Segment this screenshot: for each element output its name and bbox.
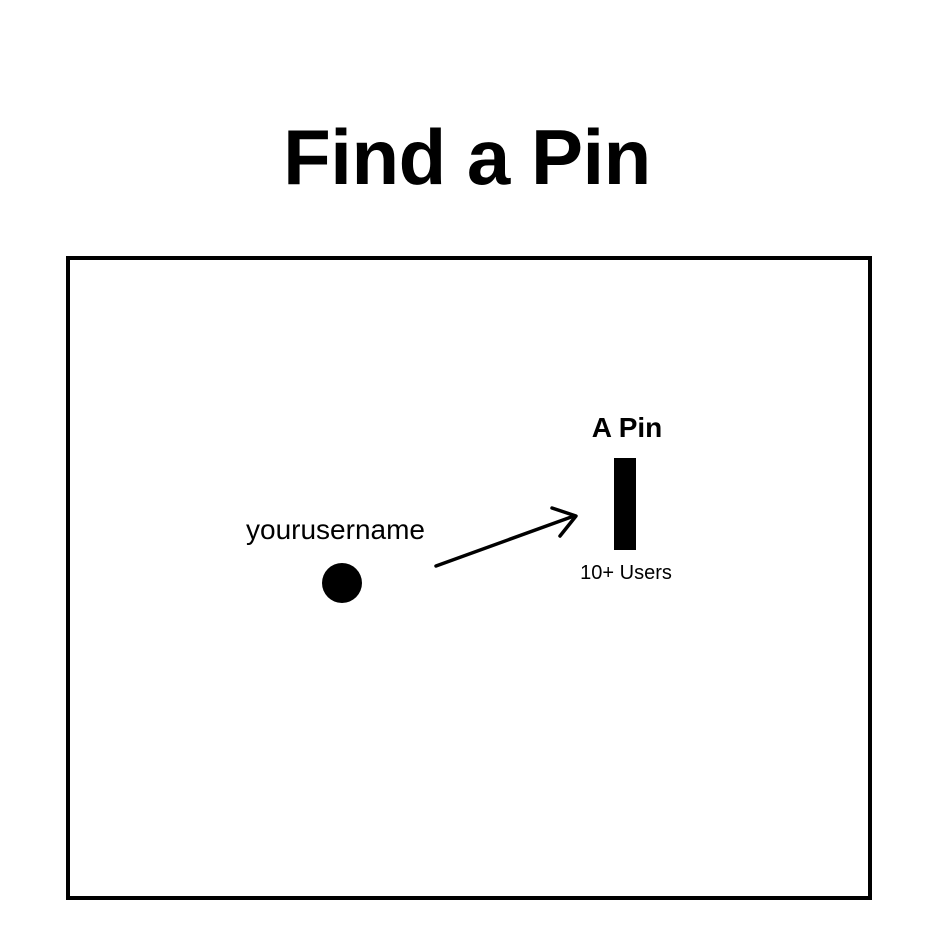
pin-users-count: 10+ Users [580,562,672,584]
arrow-right-icon [434,506,578,568]
user-location-dot-icon[interactable] [322,563,362,603]
username-label: yourusername [246,514,425,545]
page-title: Find a Pin [283,113,651,201]
pin-bar-icon[interactable] [614,458,636,550]
map-panel[interactable]: yourusername A Pin 10+ Users [66,256,872,900]
pin-title: A Pin [591,412,663,443]
